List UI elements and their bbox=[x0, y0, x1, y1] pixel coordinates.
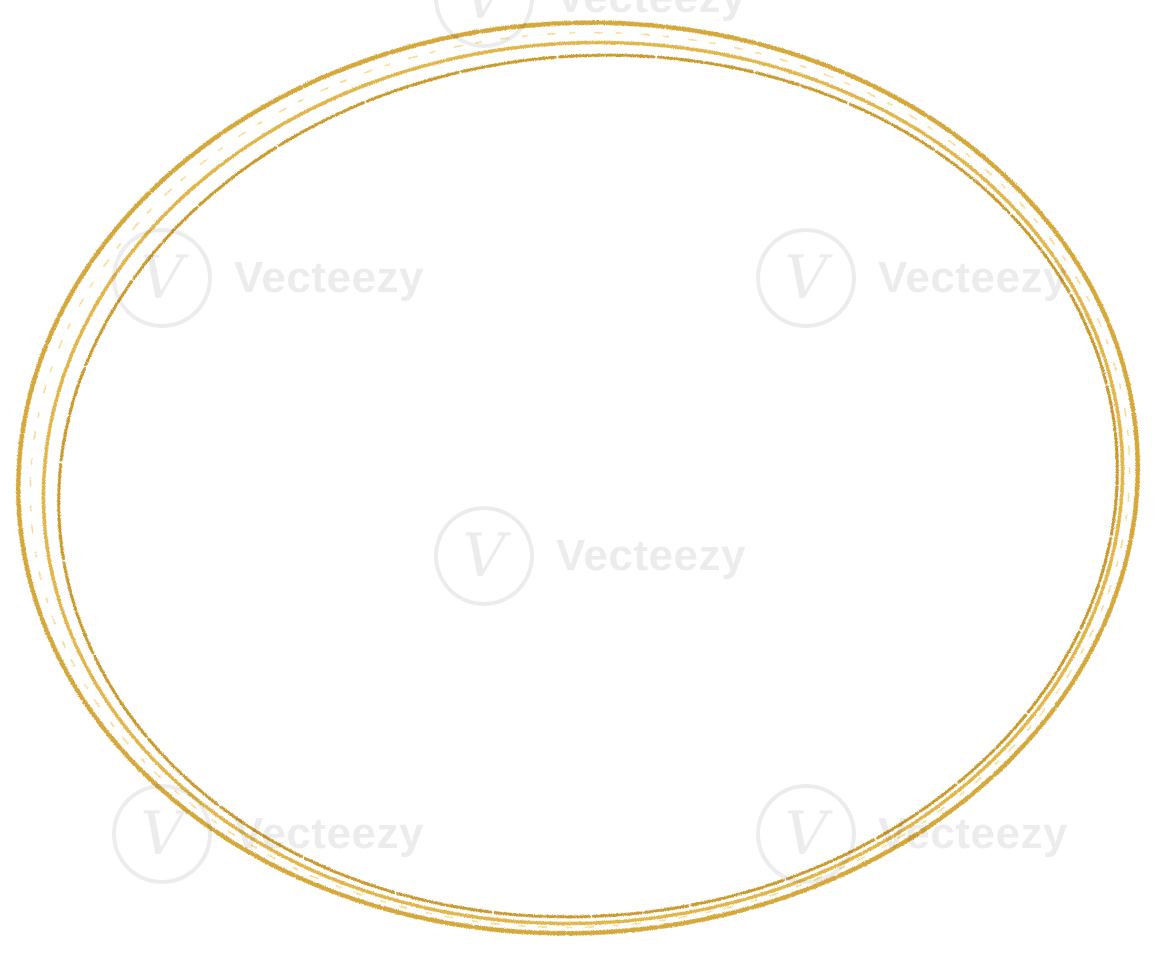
oval-ring-middle bbox=[41, 40, 1125, 926]
oval-ring-outer bbox=[16, 20, 1140, 936]
oval-ring-highlight bbox=[29, 31, 1131, 929]
oval-ring-inner bbox=[57, 53, 1119, 919]
